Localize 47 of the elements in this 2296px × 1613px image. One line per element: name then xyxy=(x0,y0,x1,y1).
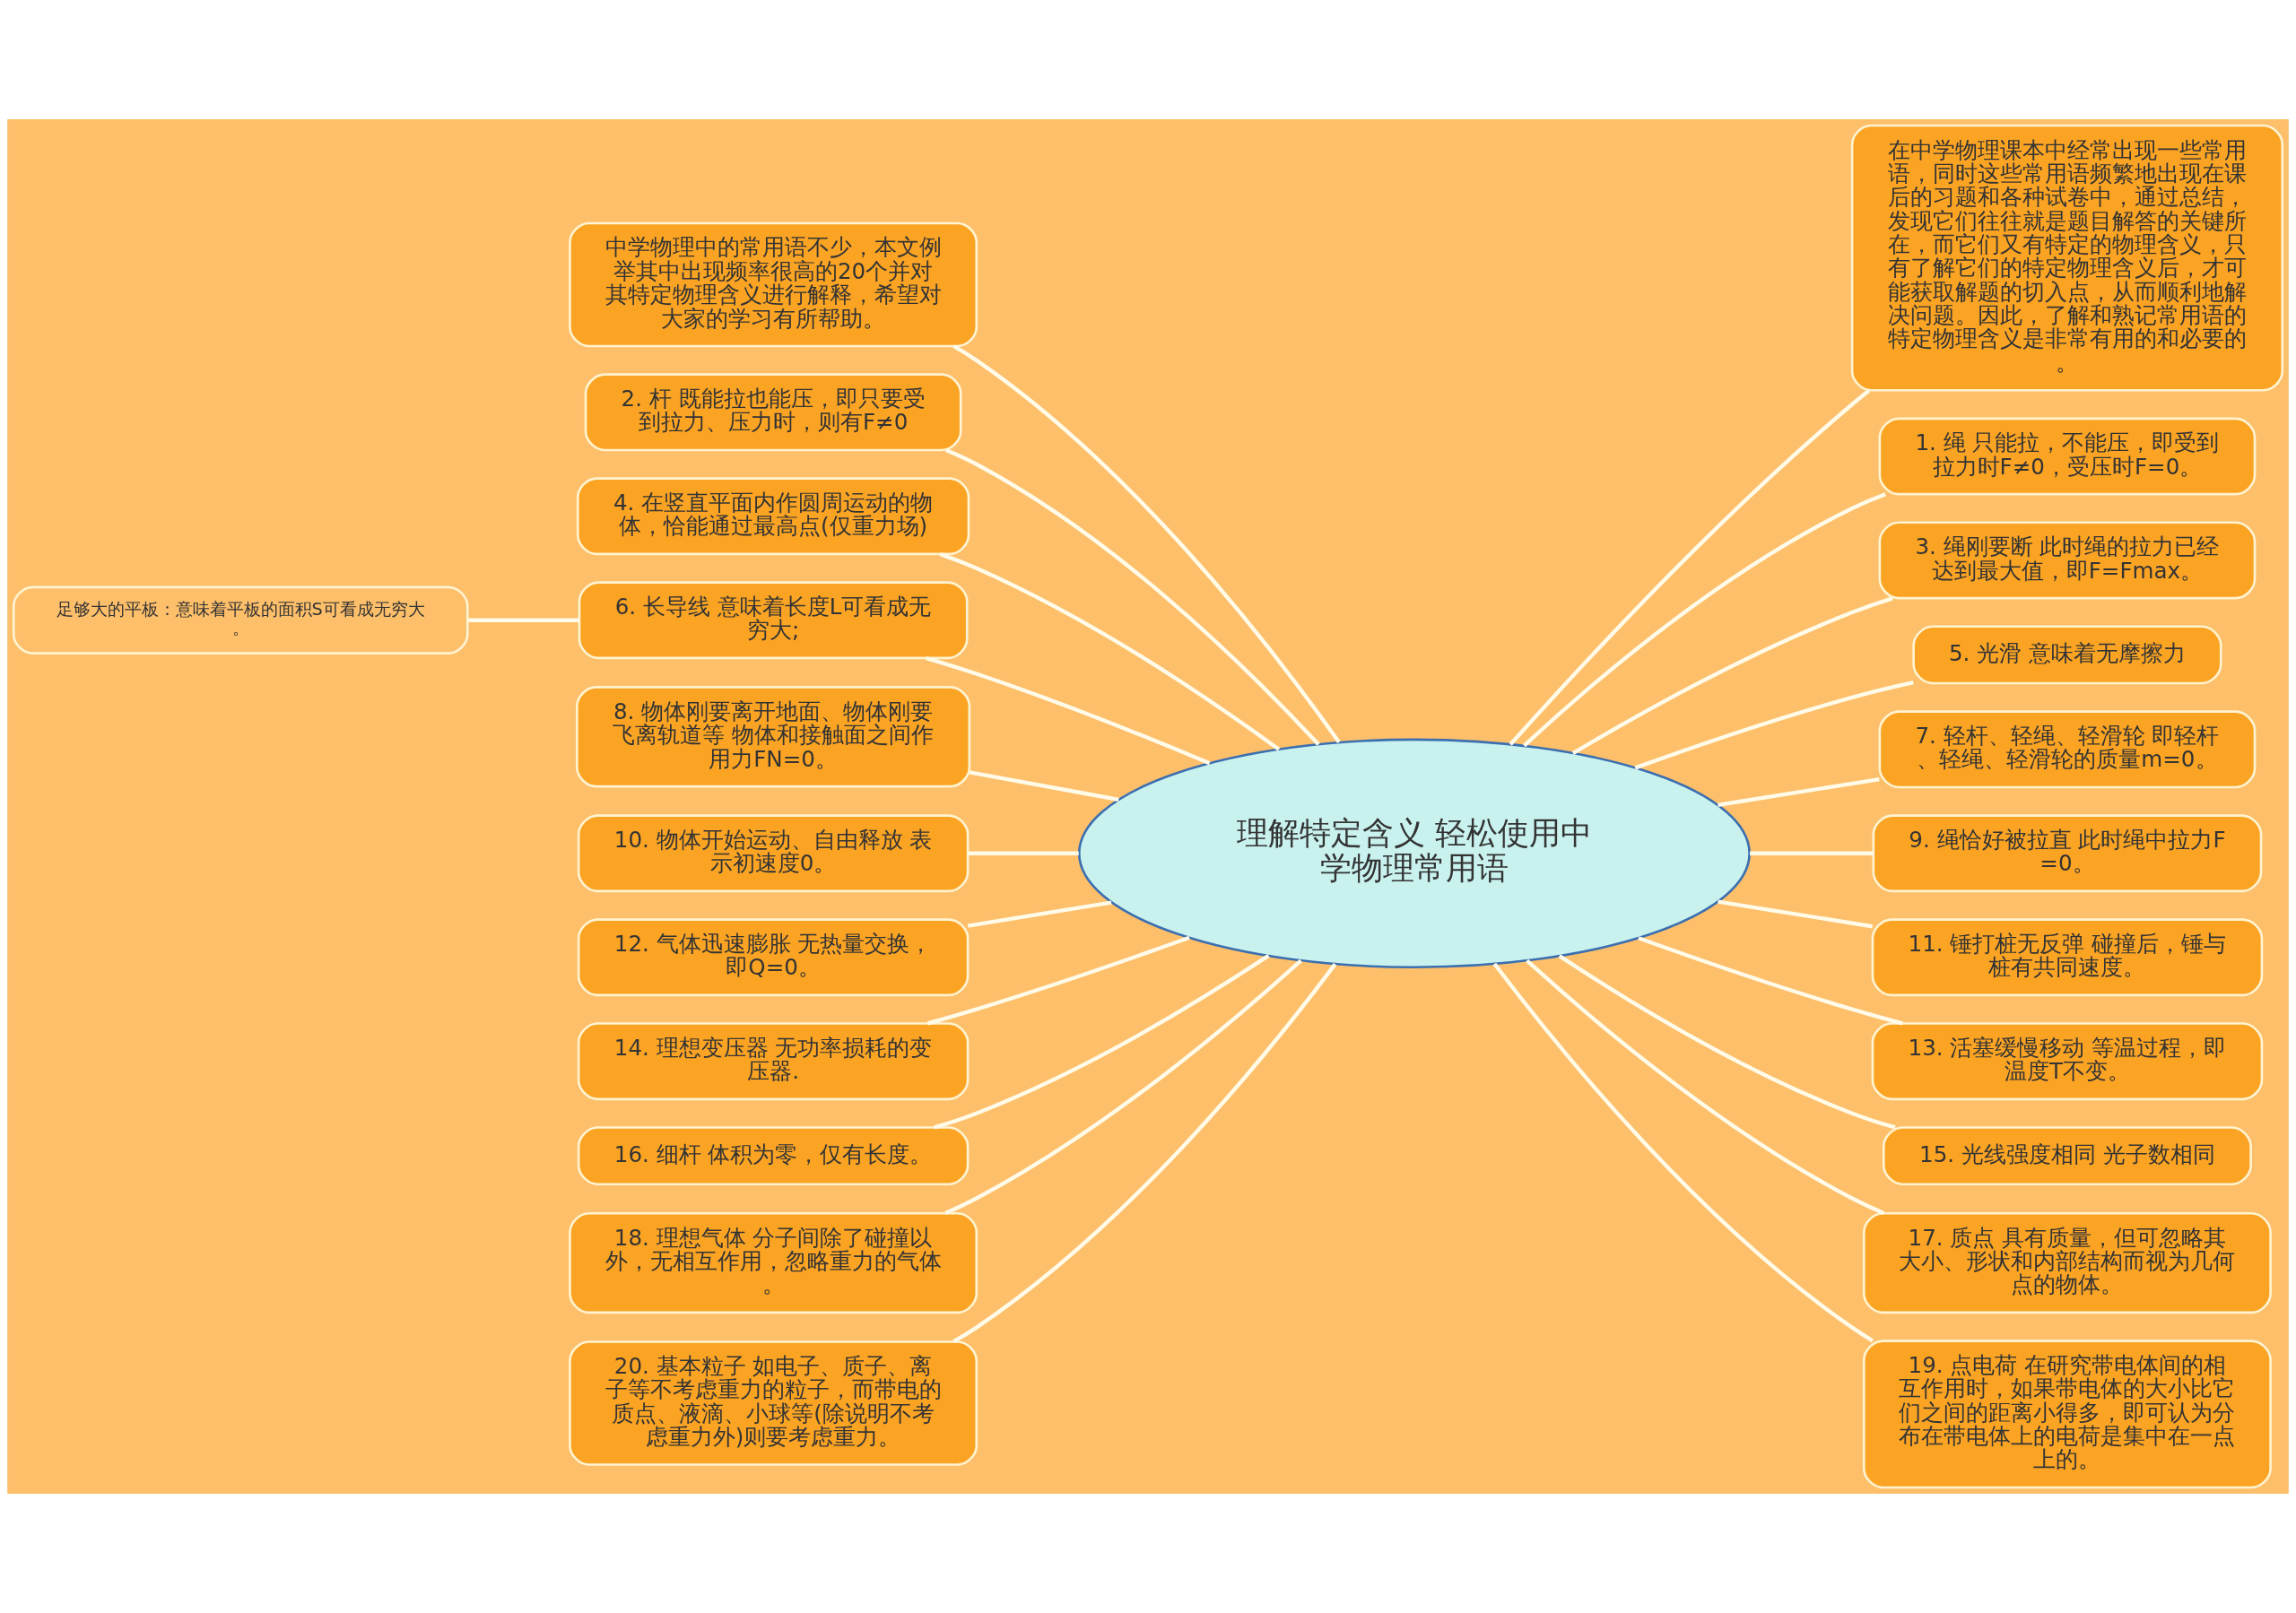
node-box: 11. 锤打桩无反弹 碰撞后，锤与桩有共同速度。 xyxy=(1871,918,2264,997)
connector xyxy=(944,448,1320,746)
node-box: 18. 理想气体 分子间除了碰撞以外，无相互作用，忽略重力的气体。 xyxy=(569,1211,978,1314)
node-box: 15. 光线强度相同 光子数相同 xyxy=(1882,1126,2252,1186)
connector xyxy=(968,851,1079,855)
connector xyxy=(1634,680,1914,770)
node-box: 2. 杆 既能拉也能压，即只要受到拉力、压力时，则有F≠0 xyxy=(584,373,962,452)
node-box: 在中学物理课本中经常出现一些常用语，同时这些常用语频繁地出现在课后的习题和各种试卷中，通过总结，发现它们往往就是题目解答的关键所在，而它们又有特定的物理含义，只有了解它们的特定物理含义后，才可能获取解题的切入点，从而顺利地解决问题。因此，了解和熟记常用语的特定物理含义是非常有用的和必要的。 xyxy=(1850,124,2284,392)
connector xyxy=(1509,388,1871,746)
connector xyxy=(934,954,1270,1130)
connector xyxy=(468,618,579,622)
node-box: 5. 光滑 意味着无摩擦力 xyxy=(1912,625,2222,685)
node-box: 13. 活塞缓慢移动 等温过程，即温度T不变。 xyxy=(1871,1022,2264,1101)
connector xyxy=(926,935,1190,1026)
node-box: 14. 理想变压器 无功率损耗的变压器. xyxy=(577,1022,970,1101)
node-box: 3. 绳刚要断 此时绳的拉力已经达到最大值，即F=Fmax。 xyxy=(1878,521,2257,600)
connector xyxy=(1718,899,1874,929)
node-box: 4. 在竖直平面内作圆周运动的物体，恰能通过最高点(仅重力场) xyxy=(576,477,970,556)
node-box: 12. 气体迅速膨胀 无热量交换，即Q=0。 xyxy=(577,918,970,997)
connector xyxy=(1718,776,1880,808)
node-box: 19. 点电荷 在研究带电体间的相互作用时，如果带电体的大小比它们之间的距离小得多，即可认为分布在带电体上的电荷是集中在一点上的。 xyxy=(1862,1340,2272,1489)
node-box: 17. 质点 具有质量，但可忽略其大小、形状和内部结构而视为几何点的物体。 xyxy=(1862,1211,2272,1314)
node-box: 6. 长导线 意味着长度L可看成无穷大; xyxy=(578,581,969,660)
connector xyxy=(1638,936,1903,1026)
node-box: 20. 基本粒子 如电子、质子、离子等不考虑重力的粒子，而带电的质点、液滴、小球等(除说明不考虑重力外)则要考虑重力。 xyxy=(569,1340,978,1466)
connector xyxy=(1522,492,1886,748)
node-box: 10. 物体开始运动、自由释放 表示初速度0。 xyxy=(577,814,970,893)
connector xyxy=(1558,954,1896,1130)
connector xyxy=(969,770,1119,802)
node-box: 9. 绳恰好被拉直 此时绳中拉力F=0。 xyxy=(1872,814,2263,893)
node-box: 8. 物体刚要离开地面、物体刚要飞离轨道等 物体和接触面之间作用力FN=0。 xyxy=(576,686,971,788)
node-ellipse: 理解特定含义 轻松使用中学物理常用语 xyxy=(1077,738,1751,969)
connector xyxy=(939,552,1281,751)
connector xyxy=(1492,962,1874,1343)
node-box: 1. 绳 只能拉，不能压，即受到拉力时F≠0，受压时F=0。 xyxy=(1878,417,2257,496)
connector xyxy=(944,958,1302,1216)
connector xyxy=(1750,851,1874,855)
node-box: 足够大的平板：意味着平板的面积S可看成无穷大。 xyxy=(12,585,469,655)
node-box: 7. 轻杆、轻绳、轻滑轮 即轻杆、轻绳、轻滑轮的质量m=0。 xyxy=(1878,710,2257,789)
connector xyxy=(1571,596,1893,755)
node-box: 中学物理中的常用语不少，本文例举其中出现频率很高的20个并对其特定物理含义进行解释，希望对大家的学习有所帮助。 xyxy=(569,221,978,348)
connector xyxy=(952,963,1337,1344)
connector xyxy=(926,655,1211,766)
connector xyxy=(952,344,1341,743)
node-box: 16. 细杆 体积为零，仅有长度。 xyxy=(577,1126,970,1186)
connector xyxy=(1526,958,1885,1216)
connector xyxy=(967,900,1112,928)
